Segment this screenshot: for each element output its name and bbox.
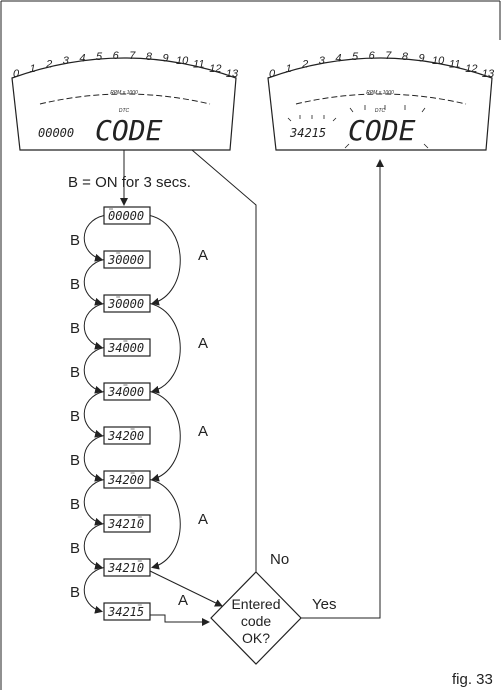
step-digits-4: 34000 [107, 341, 144, 355]
blink-marks-right [287, 105, 429, 149]
ticks-left-tick-9: 9 [162, 53, 168, 65]
dashboard-left-outline [11, 57, 237, 151]
ticks-left-tick-8: 8 [146, 51, 153, 63]
step-digits-2: 30000 [107, 253, 144, 267]
ticks-left-tick-13: 13 [226, 68, 239, 80]
decision-line1: Entered [231, 596, 281, 612]
dashboard-left-dtc: DTC [119, 108, 130, 114]
b-label-7: B [70, 496, 81, 513]
step-box-10 [103, 602, 151, 621]
decision-line2: code [240, 613, 272, 629]
a-arrow-2 [149, 303, 181, 394]
step-digits-3: 30000 [107, 297, 144, 311]
ticks-right-tick-3: 3 [319, 55, 326, 67]
ticks-left-tick-2: 2 [45, 59, 52, 71]
step-digits-9: 34210 [107, 561, 144, 575]
ticks-left-tick-3: 3 [63, 55, 70, 67]
a-label-1: A [198, 247, 209, 264]
b-arrow-3 [83, 303, 105, 350]
ticks-left-tick-5: 5 [96, 51, 103, 63]
ticks-right-tick-8: 8 [402, 51, 409, 63]
yes-label: Yes [312, 596, 337, 613]
dashboard-right-word: CODE [348, 114, 416, 147]
step-arrows [83, 215, 181, 614]
a-label-3: A [198, 423, 209, 440]
ticks-right-tick-11: 11 [449, 59, 460, 71]
ticks-left-tick-11: 11 [193, 59, 204, 71]
last-a-label: A [178, 592, 189, 609]
a-arrow-1 [149, 215, 181, 306]
ticks-left-tick-12: 12 [209, 63, 221, 75]
b-label-4: B [70, 364, 81, 381]
b-arrow-5 [83, 391, 105, 438]
dashboard-left-digits: 00000 [38, 126, 74, 140]
b-label-2: B [70, 276, 81, 293]
step-label: B = ON for 3 secs. [68, 174, 191, 191]
dashboard-right: RPM x 1000 DTC 34215 CODE [267, 57, 493, 151]
ticks-right-tick-12: 12 [465, 63, 477, 75]
b-arrow-9 [83, 567, 105, 614]
figure-number: fig. 33 [452, 671, 493, 688]
ticks-left-tick-10: 10 [176, 55, 189, 67]
dashboard-right-outline [267, 57, 493, 151]
ticks-right-tick-4: 4 [335, 53, 341, 65]
dashboard-right-dtc: DTC [375, 108, 386, 114]
b-label-5: B [70, 408, 81, 425]
ticks-right-tick-13: 13 [482, 68, 495, 80]
ticks-right-tick-0: 0 [269, 68, 276, 80]
a-label-2: A [198, 335, 209, 352]
step-digits-5: 34000 [107, 385, 144, 399]
dashboard-right-rpm: RPM x 1000 [366, 90, 394, 96]
decision-diamond [210, 571, 302, 665]
step-digits-1: 00000 [108, 209, 144, 223]
b-arrow-7 [83, 479, 105, 526]
ticks-right-tick-10: 10 [432, 55, 445, 67]
b-label-8: B [70, 540, 81, 557]
dashboard-left: RPM x 1000 DTC 00000 CODE [11, 57, 237, 151]
step-digits-10: 34215 [107, 605, 144, 619]
ticks-right-tick-6: 6 [369, 50, 376, 62]
b-arrow-6 [83, 435, 105, 482]
step-digits-6: 34200 [107, 429, 144, 443]
arrow-step10-to-decision [150, 614, 210, 626]
ticks-left-tick-0: 0 [13, 68, 20, 80]
ticks-right-tick-2: 2 [301, 59, 308, 71]
ticks-left-tick-7: 7 [129, 50, 136, 62]
no-label: No [270, 551, 290, 568]
b-label-9: B [70, 584, 81, 601]
a-label-4: A [198, 511, 209, 528]
decision-line3: OK? [241, 630, 270, 646]
step-digits-8: 34210 [107, 517, 144, 531]
b-arrow-1 [83, 215, 105, 262]
ticks-right-tick-9: 9 [418, 53, 424, 65]
step-digits-7: 34200 [107, 473, 144, 487]
b-label-1: B [70, 232, 81, 249]
dashboard-right-digits: 34215 [289, 126, 326, 140]
a-arrow-4 [149, 479, 181, 570]
step-boxes: 00000 30000 30000 34000 34000 34200 34200 34210… [103, 206, 151, 621]
yes-path [300, 159, 384, 619]
ticks-left-tick-4: 4 [79, 53, 85, 65]
dashboard-left-word: CODE [95, 114, 163, 147]
ticks-right-tick-5: 5 [352, 51, 359, 63]
ticks-right-tick-7: 7 [385, 50, 392, 62]
dashboard-left-rpm: RPM x 1000 [110, 90, 138, 96]
ticks-left-tick-6: 6 [113, 50, 120, 62]
b-arrow-2 [83, 259, 105, 306]
no-path [191, 149, 257, 572]
b-arrow-8 [83, 523, 105, 570]
decision-text: Entered code OK? [226, 596, 286, 647]
ticks-left-tick-1: 1 [30, 63, 36, 75]
b-arrow-4 [83, 347, 105, 394]
a-arrow-3 [149, 391, 181, 482]
b-label-3: B [70, 320, 81, 337]
b-label-6: B [70, 452, 81, 469]
ticks-right-tick-1: 1 [286, 63, 292, 75]
arrow-step9-to-decision [149, 570, 223, 607]
